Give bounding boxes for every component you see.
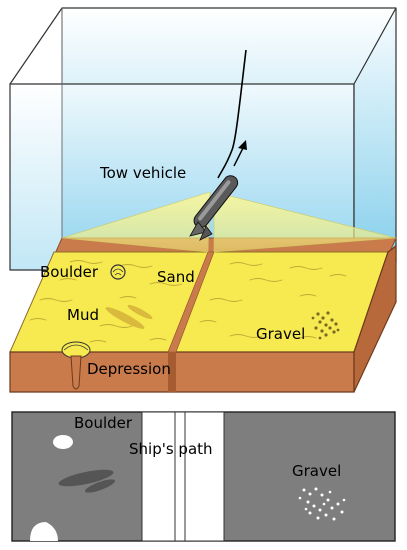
sonar-label-ships-path: Ship's path — [129, 440, 213, 458]
ships-path-strip — [141, 411, 225, 542]
sonar-mud — [58, 469, 116, 493]
sonar-depression — [30, 522, 58, 541]
sonar-beams — [61, 191, 397, 253]
tow-vehicle — [189, 49, 247, 241]
label-depression: Depression — [87, 360, 171, 378]
label-tow-vehicle: Tow vehicle — [100, 164, 187, 182]
label-mud: Mud — [67, 306, 99, 324]
sonar-image-panel — [11, 411, 396, 542]
label-sand: Sand — [157, 268, 195, 286]
boulder-icon — [110, 264, 126, 280]
depression-icon — [61, 341, 91, 390]
sonar-boulder — [53, 435, 73, 449]
sonar-label-boulder: Boulder — [74, 414, 133, 432]
label-gravel: Gravel — [256, 325, 306, 343]
sonar-gravel — [298, 487, 346, 521]
label-boulder: Boulder — [40, 263, 99, 281]
gravel-patch — [311, 311, 340, 340]
sonar-label-gravel: Gravel — [292, 462, 342, 480]
mud-patch — [105, 304, 153, 329]
